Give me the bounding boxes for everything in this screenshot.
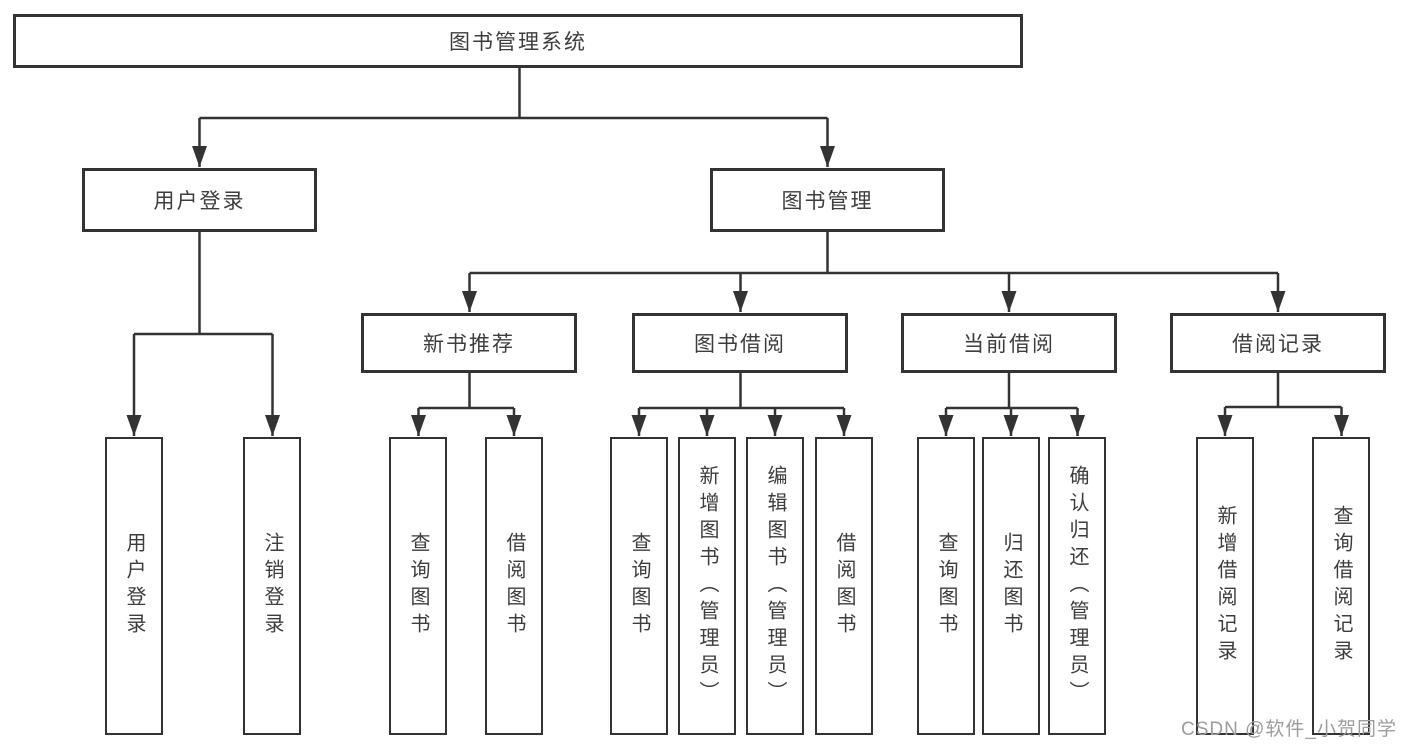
leaf-borrow-edit-books-admin: 编辑图书（管理员）	[746, 437, 804, 735]
connector-current-children	[938, 373, 1085, 436]
leaf-record-add-borrow-record: 新增借阅记录	[1196, 437, 1254, 735]
node-book-borrow: 图书借阅	[632, 313, 848, 373]
leaf-borrow-add-books-admin: 新增图书（管理员）	[678, 437, 736, 735]
leaf-recommend-borrow-books: 借阅图书	[485, 437, 543, 735]
leaf-current-query-books: 查询图书	[917, 437, 975, 735]
connector-root-to-level2	[192, 68, 835, 167]
connector-book-mgmt-to-modules	[462, 232, 1286, 312]
leaf-current-confirm-return-admin: 确认归还（管理员）	[1048, 437, 1106, 735]
leaf-user-login: 用户登录	[105, 437, 163, 735]
node-borrow-record: 借阅记录	[1170, 313, 1386, 373]
leaf-borrow-borrow-books: 借阅图书	[815, 437, 873, 735]
leaf-borrow-query-books: 查询图书	[610, 437, 668, 735]
node-root-system: 图书管理系统	[13, 14, 1023, 68]
leaf-logout-login: 注销登录	[243, 437, 301, 735]
node-current-borrow: 当前借阅	[901, 313, 1117, 373]
node-user-login: 用户登录	[82, 168, 317, 232]
connector-new-rec-children	[411, 373, 522, 436]
connector-user-login-children	[126, 232, 280, 436]
node-new-book-recommend: 新书推荐	[361, 313, 577, 373]
leaf-record-query-borrow-record: 查询借阅记录	[1312, 437, 1370, 735]
leaf-current-return-books: 归还图书	[982, 437, 1040, 735]
connector-borrow-children	[631, 373, 852, 436]
connector-record-children	[1217, 373, 1349, 436]
csdn-watermark: CSDN @软件_小贺同学	[1181, 719, 1397, 740]
leaf-recommend-query-books: 查询图书	[389, 437, 447, 735]
node-book-management: 图书管理	[710, 168, 945, 232]
